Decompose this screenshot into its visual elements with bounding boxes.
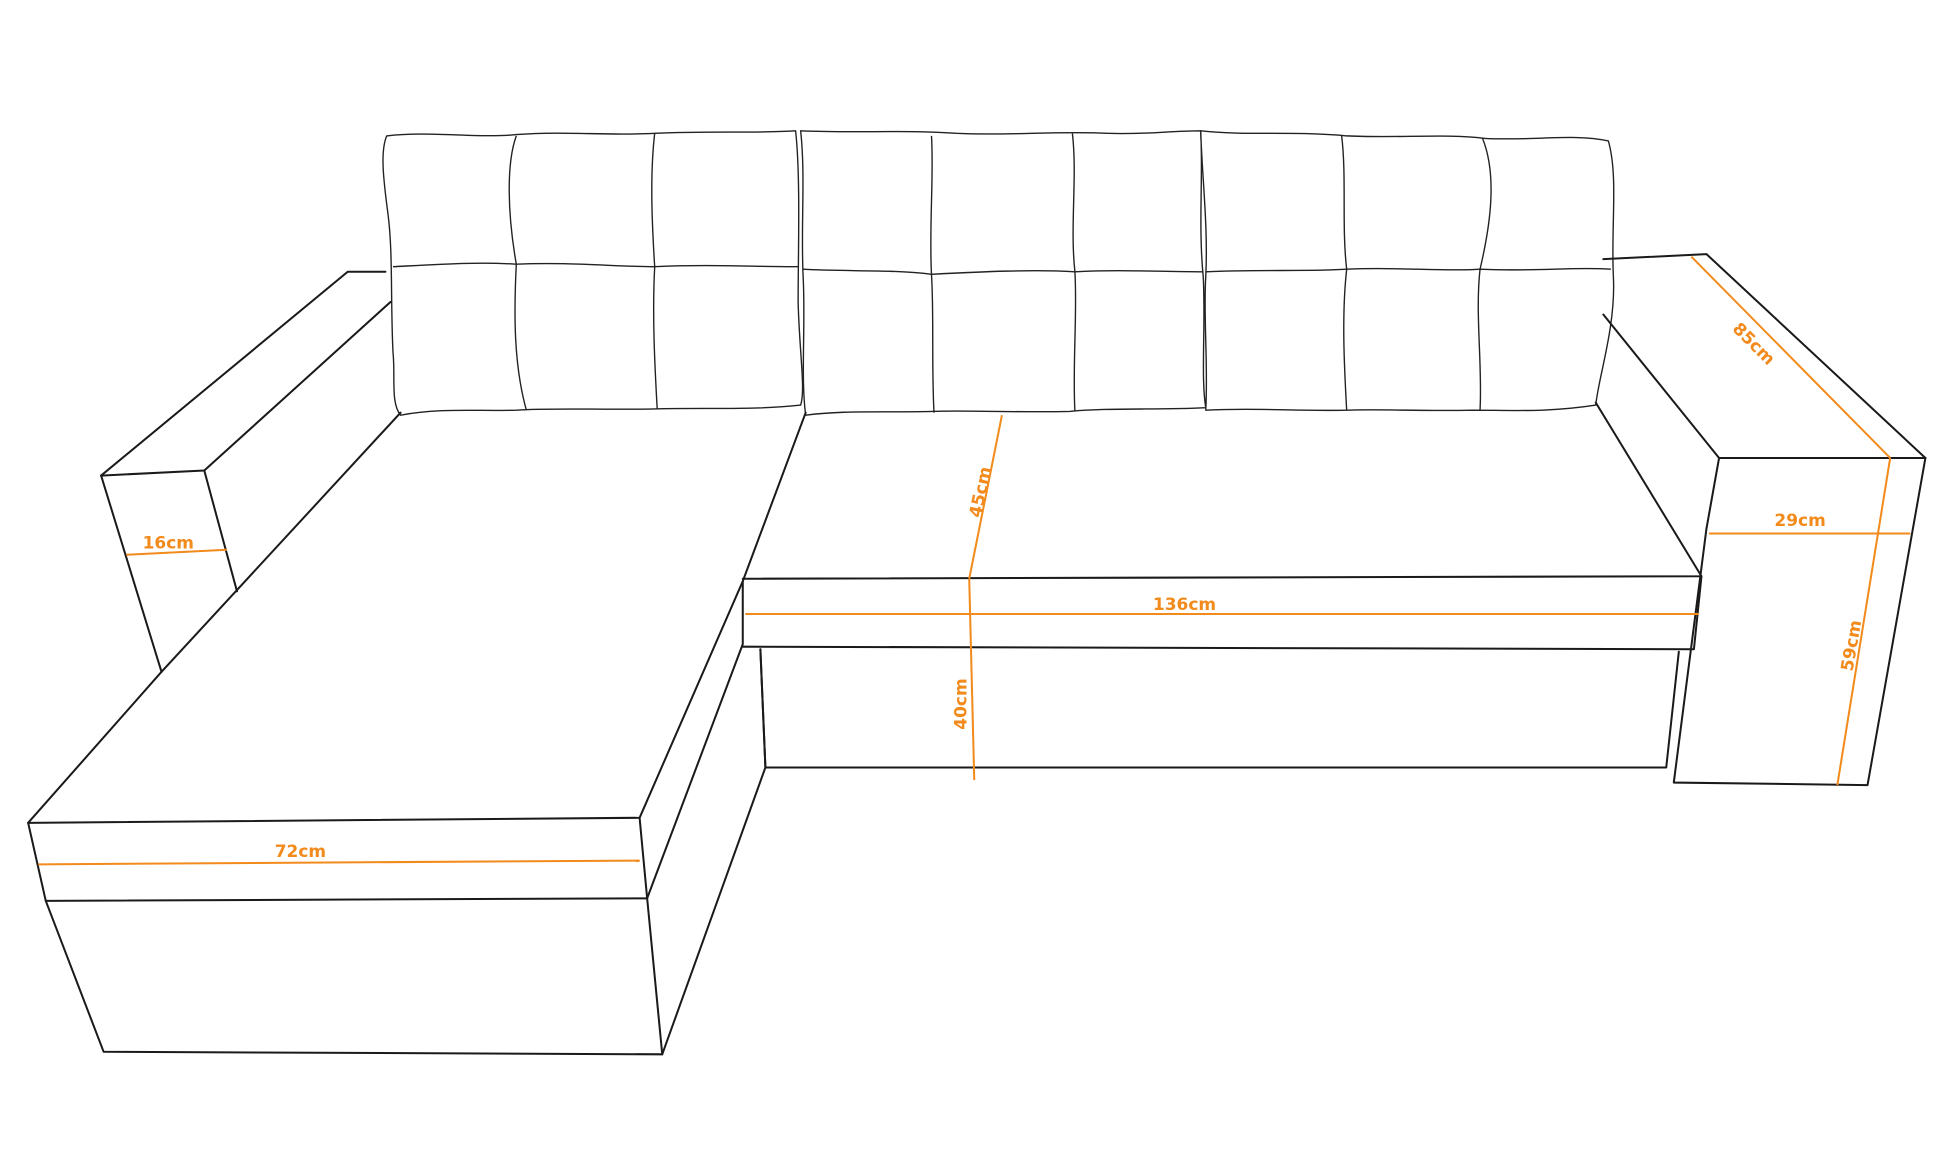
cushion-seam	[803, 268, 1204, 275]
label-left-armrest-width: 16cm	[143, 534, 194, 554]
dim-line-backrest-height	[968, 414, 1003, 579]
label-armrest-width: 29cm	[1774, 511, 1825, 531]
dim-line-left-armrest-width	[126, 548, 227, 556]
cushion-seam	[1477, 138, 1492, 411]
dim-line-armrest-height	[1836, 457, 1892, 786]
label-armrest-height: 59cm	[1838, 619, 1867, 673]
cushion-seam	[651, 133, 658, 409]
chaise-section	[27, 411, 807, 1056]
cushion-seam	[508, 135, 528, 411]
cushion-seam	[1071, 133, 1077, 412]
cushion-seam	[930, 135, 935, 413]
label-seat-height: 40cm	[952, 678, 972, 729]
main-seat	[741, 401, 1703, 769]
dim-line-armrest-depth	[1690, 255, 1891, 459]
right-armrest	[1602, 253, 1927, 787]
cushion-seam	[392, 262, 799, 268]
dim-line-seat-height	[968, 578, 976, 781]
dimension-lines	[38, 255, 1911, 866]
label-seat-width: 136cm	[1153, 595, 1216, 615]
backrest-cushion-right	[1200, 130, 1615, 412]
backrest-cushion-middle	[799, 130, 1207, 416]
label-chaise-width: 72cm	[275, 842, 326, 862]
cushion-seam	[1205, 267, 1611, 273]
backrest-cushions	[382, 130, 1615, 416]
label-armrest-depth: 85cm	[1728, 319, 1778, 369]
cushion-seam	[1340, 135, 1348, 411]
backrest-cushion-left	[382, 130, 804, 416]
dim-line-chaise-width	[38, 859, 640, 866]
left-armrest	[100, 270, 392, 673]
label-backrest-height: 45cm	[966, 465, 996, 519]
